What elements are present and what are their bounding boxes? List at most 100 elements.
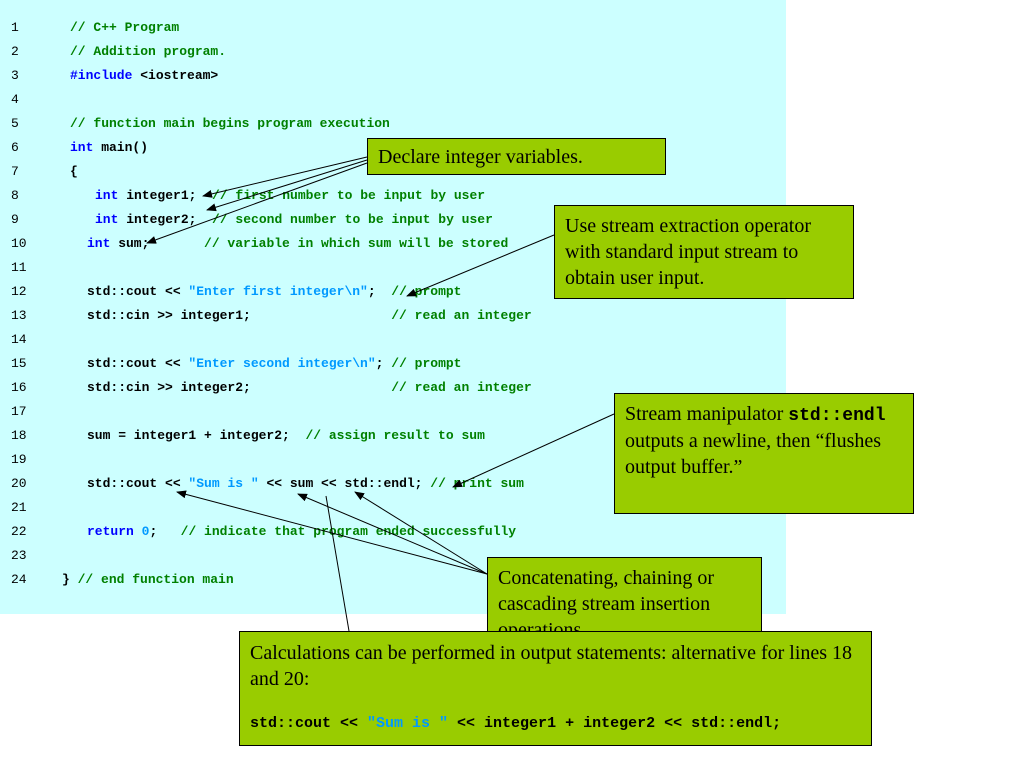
code-token: int — [87, 236, 111, 251]
callout-declare-text: Declare integer variables. — [378, 146, 583, 168]
code-line: 14 — [0, 328, 786, 352]
code-text: std::cout << "Enter first integer\n"; //… — [87, 280, 461, 304]
code-token: // function main begins program executio… — [70, 116, 390, 131]
code-line: 1 // C++ Program — [0, 16, 786, 40]
code-text: return 0; // indicate that program ended… — [87, 520, 516, 544]
callout-calc-text: Calculations can be performed in output … — [250, 642, 853, 690]
line-number: 18 — [11, 428, 27, 443]
code-token: "Enter first integer\n" — [188, 284, 368, 299]
code-token: ; — [149, 524, 181, 539]
line-number: 5 — [11, 116, 19, 131]
code-text: int main() — [70, 136, 148, 160]
line-number: 14 — [11, 332, 27, 347]
code-token: // prompt — [391, 356, 462, 371]
code-line: 19 — [0, 448, 786, 472]
line-number: 17 — [11, 404, 27, 419]
code-token: ; — [375, 356, 392, 371]
code-token: std::cout << — [87, 284, 189, 299]
calc-code-token: std::cout << — [250, 715, 368, 732]
line-number: 10 — [11, 236, 27, 251]
line-number: 7 — [11, 164, 19, 179]
line-number: 23 — [11, 548, 27, 563]
line-number: 13 — [11, 308, 27, 323]
code-token: // Addition program. — [70, 44, 227, 59]
code-token: // C++ Program — [70, 20, 180, 35]
code-token: << sum << std::endl; — [258, 476, 431, 491]
line-number: 9 — [11, 212, 19, 227]
code-line: 4 — [0, 88, 786, 112]
code-text: std::cin >> integer2; // read an integer — [87, 376, 532, 400]
code-text: // C++ Program — [70, 16, 179, 40]
code-token: integer1; — [118, 188, 213, 203]
callout-endl-text-after: outputs a newline, then “flushes output … — [625, 430, 882, 479]
code-token: std::cout << — [87, 476, 189, 491]
code-line: 6 int main() — [0, 136, 786, 160]
code-token: // first number to be input by user — [212, 188, 486, 203]
line-number: 2 — [11, 44, 19, 59]
line-number: 15 — [11, 356, 27, 371]
code-text: } // end function main — [62, 568, 234, 592]
code-token: // end function main — [77, 572, 234, 587]
code-line: 17 — [0, 400, 786, 424]
line-number: 6 — [11, 140, 19, 155]
callout-declare-variables: Declare integer variables. — [367, 138, 666, 175]
code-token: int — [95, 188, 119, 203]
code-line: 11 — [0, 256, 786, 280]
code-text: std::cout << "Sum is " << sum << std::en… — [87, 472, 524, 496]
code-text: { — [70, 160, 78, 184]
code-token: // print sum — [430, 476, 524, 491]
code-token: main() — [93, 140, 149, 155]
code-line: 23 — [0, 544, 786, 568]
callout-concat-text: Concatenating, chaining or cascading str… — [498, 567, 715, 637]
code-line: 13 std::cin >> integer1; // read an integ… — [0, 304, 786, 328]
callout-stream-extraction: Use stream extraction operator with stan… — [554, 205, 854, 299]
callout-endl-code: std::endl — [788, 406, 886, 426]
callout-endl-text-before: Stream manipulator — [625, 403, 789, 425]
code-line: 21 — [0, 496, 786, 520]
code-text: int integer1; // first number to be inpu… — [95, 184, 485, 208]
line-number: 20 — [11, 476, 27, 491]
code-line: 24} // end function main — [0, 568, 786, 592]
code-token: // second number to be input by user — [212, 212, 493, 227]
line-number: 12 — [11, 284, 27, 299]
code-token: sum = integer1 + integer2; — [87, 428, 306, 443]
code-token: 0 — [141, 524, 150, 539]
code-token: std::cin >> integer1; — [87, 308, 392, 323]
line-number: 21 — [11, 500, 27, 515]
callout-calculations: Calculations can be performed in output … — [239, 631, 872, 746]
code-token: // read an integer — [391, 308, 532, 323]
code-token: std::cout << — [87, 356, 189, 371]
code-token: // variable in which sum will be stored — [204, 236, 509, 251]
code-text: int integer2; // second number to be inp… — [95, 208, 493, 232]
line-number: 4 — [11, 92, 19, 107]
code-text: std::cin >> integer1; // read an integer — [87, 304, 532, 328]
code-token: #include — [70, 68, 133, 83]
code-token: sum; — [110, 236, 205, 251]
code-text: int sum; // variable in which sum will b… — [87, 232, 508, 256]
callout-endl-manipulator: Stream manipulator std::endl outputs a n… — [614, 393, 914, 514]
line-number: 19 — [11, 452, 27, 467]
line-number: 8 — [11, 188, 19, 203]
code-token: std::cin >> integer2; — [87, 380, 392, 395]
code-listing: 1 // C++ Program 2 // Addition program. 3 #in… — [0, 0, 786, 614]
line-number: 1 — [11, 20, 19, 35]
code-line: 5 // function main begins program executi… — [0, 112, 786, 136]
code-token: int — [95, 212, 119, 227]
code-line: 2 // Addition program. — [0, 40, 786, 64]
code-token: { — [70, 164, 78, 179]
calc-code-token: "Sum is " — [367, 715, 449, 732]
code-token: <iostream> — [132, 68, 219, 83]
code-text: sum = integer1 + integer2; // assign res… — [87, 424, 485, 448]
code-token: integer2; — [118, 212, 213, 227]
code-token: // read an integer — [391, 380, 532, 395]
code-token: // assign result to sum — [305, 428, 485, 443]
callout-calc-code: std::cout << "Sum is " << integer1 + int… — [250, 714, 861, 734]
code-text: // function main begins program executio… — [70, 112, 390, 136]
code-line: 7{ — [0, 160, 786, 184]
code-text: // Addition program. — [70, 40, 226, 64]
line-number: 3 — [11, 68, 19, 83]
line-number: 11 — [11, 260, 27, 275]
